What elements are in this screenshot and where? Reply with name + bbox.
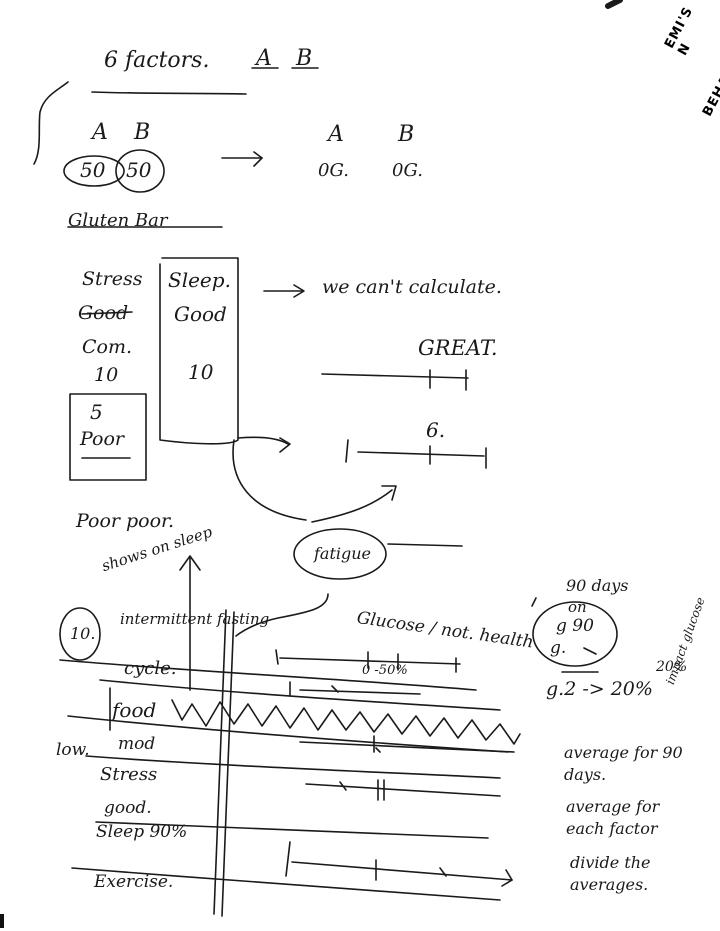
column-b-right: B bbox=[398, 122, 415, 147]
struck-gluten-bar: Gluten Bar bbox=[68, 210, 168, 231]
note-divide-averages: divide the averages. bbox=[570, 853, 651, 894]
label-food: food bbox=[112, 698, 157, 722]
edge-mark bbox=[0, 914, 4, 928]
circled-fatigue: fatigue bbox=[314, 544, 372, 563]
column-a-left: A bbox=[92, 120, 108, 145]
value-b-right: 0G. bbox=[392, 160, 423, 181]
note-g: g. bbox=[550, 638, 567, 658]
note-we-cant-calculate: we can't calculate. bbox=[322, 276, 502, 298]
note-on: on bbox=[568, 598, 587, 616]
note-average-each-factor: average for each factor bbox=[566, 797, 660, 838]
value-a-left: 50 bbox=[80, 158, 106, 182]
note-poor-poor: Poor poor. bbox=[76, 510, 175, 532]
label-scale-zero-fifty: 0 -50% bbox=[362, 663, 408, 678]
value-b-left: 50 bbox=[126, 158, 152, 182]
label-ten-mid: 10 bbox=[188, 360, 214, 384]
label-good: Good bbox=[174, 302, 227, 326]
note-twenty-percent: 20% bbox=[656, 659, 688, 675]
label-com: Com. bbox=[82, 336, 133, 358]
note-g-two-to-twenty: g.2 -> 20% bbox=[546, 678, 653, 700]
label-low: low. bbox=[56, 740, 90, 760]
heading-six-factors: 6 factors. bbox=[104, 48, 210, 73]
note-ninety-days: 90 days bbox=[566, 576, 629, 595]
note-intermittent-fasting: intermittent fasting bbox=[120, 610, 270, 628]
label-stress: Stress bbox=[82, 268, 143, 290]
struck-good: Good bbox=[78, 302, 129, 324]
column-a-right: A bbox=[328, 122, 344, 147]
label-five: 5 bbox=[90, 400, 103, 424]
note-average-90-days: average for 90 days. bbox=[564, 743, 683, 784]
struck-mod: mod bbox=[118, 734, 156, 754]
heading-label-b: B bbox=[296, 46, 313, 71]
heading-label-a: A bbox=[256, 46, 272, 71]
label-sleep: Sleep. bbox=[168, 268, 231, 292]
label-good-2: good. bbox=[104, 798, 152, 818]
column-b-left: B bbox=[134, 120, 151, 145]
label-stress-2: Stress bbox=[100, 764, 158, 785]
label-exercise: Exercise. bbox=[94, 872, 174, 892]
label-great: GREAT. bbox=[418, 336, 498, 360]
circled-ten: 10. bbox=[70, 624, 96, 643]
label-ten-left: 10 bbox=[94, 364, 119, 386]
label-cycle: cycle. bbox=[124, 658, 177, 679]
label-six: 6. bbox=[426, 418, 446, 442]
value-a-right: 0G. bbox=[318, 160, 349, 181]
note-g-ninety: g 90 bbox=[556, 616, 594, 636]
label-sleep-ninety: Sleep 90% bbox=[96, 822, 188, 842]
label-poor: Poor bbox=[80, 428, 124, 450]
